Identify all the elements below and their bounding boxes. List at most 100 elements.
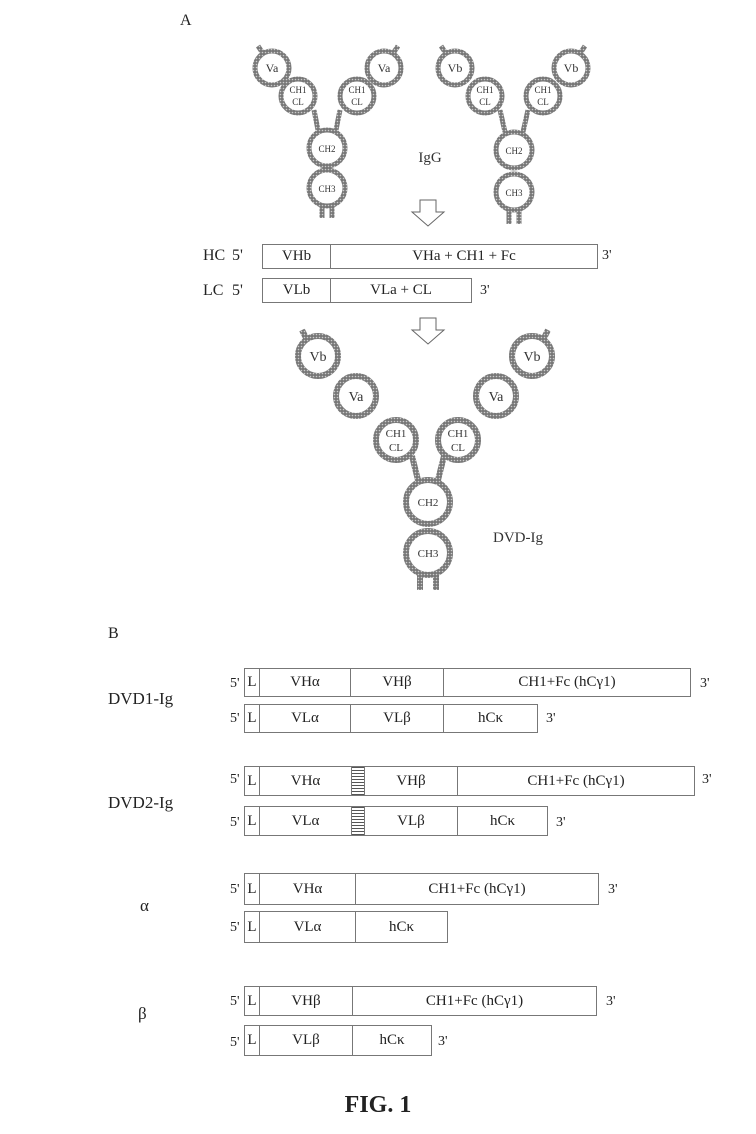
segment-vh-beta: VHβ	[351, 669, 444, 696]
svg-text:Va: Va	[489, 390, 505, 405]
segment-vh-alpha: VHα	[260, 767, 352, 795]
down-arrow-icon	[412, 318, 444, 344]
dvd-ig-label: DVD-Ig	[493, 530, 543, 546]
group-name: α	[140, 896, 149, 916]
segment-vlb: VLb	[263, 279, 331, 302]
segment-vl-beta: VLβ	[365, 807, 458, 835]
segment-hck: hCκ	[356, 912, 447, 942]
svg-text:CL: CL	[537, 97, 549, 107]
five-prime-label: 5'	[230, 711, 240, 727]
segment-hck: hCκ	[458, 807, 547, 835]
five-prime-label: 5'	[230, 772, 240, 788]
segment-vh-alpha: VHα	[260, 874, 356, 904]
segment-leader: L	[245, 807, 260, 835]
five-prime-label: 5'	[230, 994, 240, 1010]
svg-text:CH3: CH3	[505, 188, 523, 198]
segment-leader: L	[245, 987, 260, 1015]
segment-leader: L	[245, 912, 260, 942]
five-prime-label: 5'	[232, 247, 243, 265]
svg-text:CH2: CH2	[505, 146, 522, 156]
svg-text:CL: CL	[292, 97, 304, 107]
five-prime-label: 5'	[230, 1035, 240, 1051]
segment-vl-beta: VLβ	[351, 705, 444, 732]
heavy-chain-bar: L VHα CH1+Fc (hCγ1)	[244, 873, 599, 905]
segment-vha-ch1-fc: VHa + CH1 + Fc	[331, 245, 597, 268]
svg-text:CH2: CH2	[418, 497, 439, 509]
svg-text:CH1: CH1	[534, 85, 551, 95]
group-name: DVD2-Ig	[108, 793, 173, 813]
light-chain-bar: L VLα VLβ hCκ	[244, 704, 538, 733]
svg-text:CL: CL	[479, 97, 491, 107]
segment-linker	[352, 767, 365, 795]
svg-text:CH1: CH1	[476, 85, 493, 95]
svg-text:Vb: Vb	[448, 61, 463, 75]
segment-ch1-fc: CH1+Fc (hCγ1)	[353, 987, 596, 1015]
segment-vla-cl: VLa + CL	[331, 279, 471, 302]
five-prime-label: 5'	[230, 815, 240, 831]
down-arrow-icon	[412, 200, 444, 226]
va-left-label: Va	[266, 61, 279, 75]
svg-text:Vb: Vb	[564, 61, 579, 75]
segment-hck: hCκ	[353, 1026, 431, 1055]
igg-label: IgG	[418, 150, 441, 166]
figure-caption: FIG. 1	[0, 1092, 756, 1119]
heavy-chain-bar: L VHβ CH1+Fc (hCγ1)	[244, 986, 597, 1016]
group-name: DVD1-Ig	[108, 689, 173, 709]
svg-text:CH1: CH1	[386, 428, 407, 440]
five-prime-label: 5'	[230, 882, 240, 898]
segment-leader: L	[245, 705, 260, 732]
heavy-chain-bar: L VHα VHβ CH1+Fc (hCγ1)	[244, 766, 695, 796]
light-chain-bar: L VLα VLβ hCκ	[244, 806, 548, 836]
svg-text:CL: CL	[389, 442, 403, 454]
three-prime-label: 3'	[480, 283, 490, 299]
va-right-label: Va	[378, 61, 391, 75]
svg-text:CL: CL	[451, 442, 465, 454]
segment-leader: L	[245, 669, 260, 696]
three-prime-label: 3'	[546, 711, 556, 727]
segment-linker	[352, 807, 365, 835]
three-prime-label: 3'	[608, 882, 618, 898]
svg-text:CH1: CH1	[348, 85, 365, 95]
svg-text:CL: CL	[351, 97, 363, 107]
svg-text:Vb: Vb	[523, 350, 540, 365]
segment-vh-beta: VHβ	[260, 987, 353, 1015]
lc-label: LC	[203, 282, 223, 300]
segment-vl-alpha: VLα	[260, 912, 356, 942]
segment-vh-beta: VHβ	[365, 767, 458, 795]
panel-b-label: B	[108, 625, 119, 643]
segment-ch1-fc: CH1+Fc (hCγ1)	[444, 669, 690, 696]
svg-text:CH1: CH1	[448, 428, 469, 440]
three-prime-label: 3'	[438, 1034, 448, 1050]
light-chain-bar: L VLα hCκ	[244, 911, 448, 943]
svg-text:CH1: CH1	[289, 85, 306, 95]
heavy-chain-bar: L VHα VHβ CH1+Fc (hCγ1)	[244, 668, 691, 697]
svg-text:CH3: CH3	[418, 548, 439, 560]
svg-text:Vb: Vb	[309, 350, 326, 365]
segment-vl-beta: VLβ	[260, 1026, 353, 1055]
five-prime-label: 5'	[232, 282, 243, 300]
three-prime-label: 3'	[606, 994, 616, 1010]
segment-ch1-fc: CH1+Fc (hCγ1)	[356, 874, 598, 904]
segment-vl-alpha: VLα	[260, 807, 352, 835]
segment-vh-alpha: VHα	[260, 669, 351, 696]
svg-text:Va: Va	[349, 390, 365, 405]
svg-text:CH2: CH2	[318, 144, 335, 154]
light-chain-bar: L VLβ hCκ	[244, 1025, 432, 1056]
three-prime-label: 3'	[602, 248, 612, 264]
three-prime-label: 3'	[556, 815, 566, 831]
segment-leader: L	[245, 767, 260, 795]
lc-bar: VLb VLa + CL	[262, 278, 472, 303]
segment-vl-alpha: VLα	[260, 705, 351, 732]
segment-ch1-fc: CH1+Fc (hCγ1)	[458, 767, 694, 795]
segment-hck: hCκ	[444, 705, 537, 732]
three-prime-label: 3'	[700, 676, 710, 692]
three-prime-label: 3'	[702, 772, 712, 788]
five-prime-label: 5'	[230, 676, 240, 692]
segment-leader: L	[245, 874, 260, 904]
segment-vhb: VHb	[263, 245, 331, 268]
group-name: β	[138, 1004, 147, 1024]
segment-leader: L	[245, 1026, 260, 1055]
five-prime-label: 5'	[230, 920, 240, 936]
svg-text:CH3: CH3	[318, 184, 336, 194]
hc-label: HC	[203, 247, 225, 265]
